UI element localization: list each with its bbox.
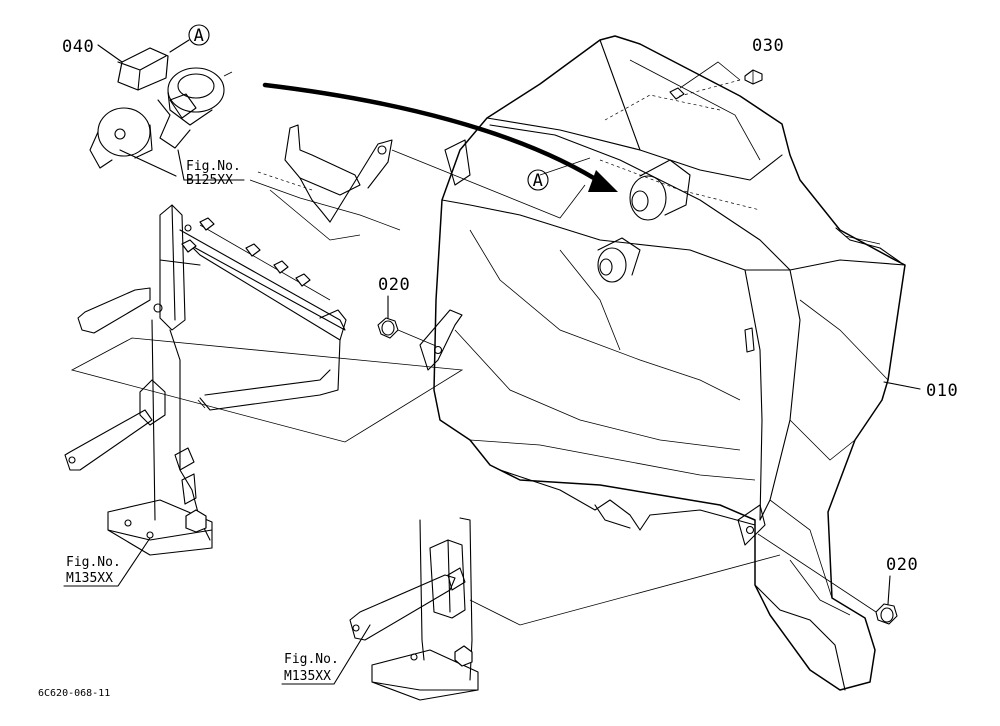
part-label-020-left: 020 <box>378 275 410 295</box>
leader-010 <box>883 381 921 390</box>
diagram-id: 6C620-068-11 <box>38 688 110 699</box>
svg-text:A: A <box>194 26 205 46</box>
part-label-030: 030 <box>752 36 784 56</box>
engine-mount-assembly <box>89 67 233 177</box>
hood-cover-part-010 <box>419 35 906 691</box>
part-label-020-right: 020 <box>886 555 918 575</box>
callout-a-center: A <box>527 169 549 191</box>
bolt-part-020-right <box>757 533 898 625</box>
mounting-bracket-upper <box>249 124 586 241</box>
rubber-block-part-040 <box>117 47 169 91</box>
svg-text:Fig.No.: Fig.No. <box>66 555 121 570</box>
fig-ref-m135-bottom: Fig.No. M135XX <box>281 624 371 685</box>
frame-assembly-bottom <box>349 517 781 701</box>
leader-030 <box>679 61 741 89</box>
frame-assembly-left <box>64 204 464 556</box>
part-label-040: 040 <box>62 37 94 57</box>
fig-ref-b125: Fig.No. B125XX <box>177 149 245 188</box>
svg-text:M135XX: M135XX <box>284 669 331 684</box>
svg-text:Fig.No.: Fig.No. <box>186 159 241 174</box>
svg-text:M135XX: M135XX <box>66 571 113 586</box>
svg-text:B125XX: B125XX <box>186 173 233 188</box>
svg-text:A: A <box>533 171 544 191</box>
leader-a-center <box>539 157 591 176</box>
bolt-part-030 <box>669 69 763 100</box>
leader-020-right <box>887 575 891 605</box>
callout-a-top: A <box>169 24 210 53</box>
fig-ref-m135-left: Fig.No. M135XX <box>63 537 151 587</box>
assembly-arrow <box>262 82 618 192</box>
svg-text:Fig.No.: Fig.No. <box>284 652 339 667</box>
bolt-part-020-left <box>377 317 437 347</box>
leader-040 <box>97 44 123 63</box>
part-label-010: 010 <box>926 381 958 401</box>
